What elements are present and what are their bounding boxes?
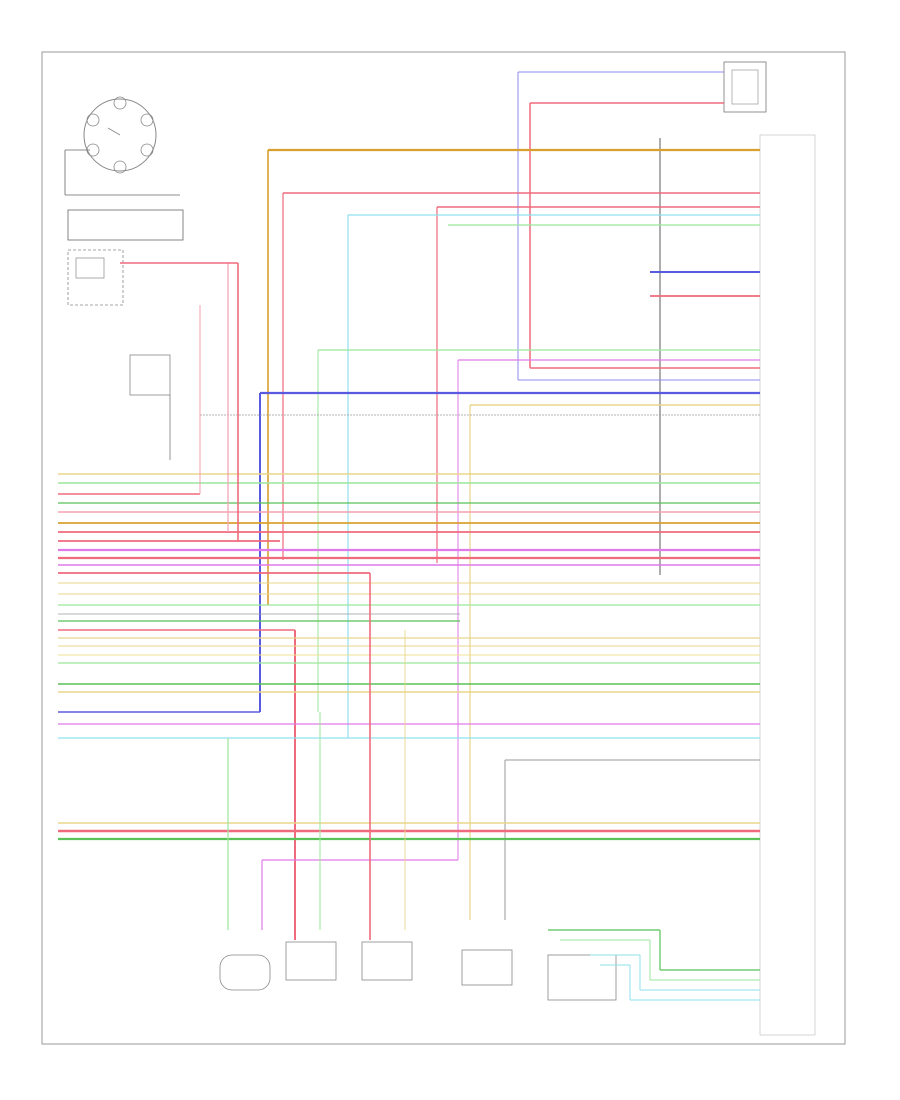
left-module xyxy=(129,354,171,460)
vertical-drops xyxy=(120,262,458,940)
harness-block xyxy=(67,209,184,306)
left-bundle xyxy=(58,473,760,940)
diagram-border xyxy=(41,51,846,1045)
bottom-components xyxy=(219,929,760,1001)
distributor xyxy=(64,96,180,196)
top-right-sensor xyxy=(517,61,767,380)
right-wires xyxy=(200,148,760,920)
pcm-connector xyxy=(659,134,816,1036)
